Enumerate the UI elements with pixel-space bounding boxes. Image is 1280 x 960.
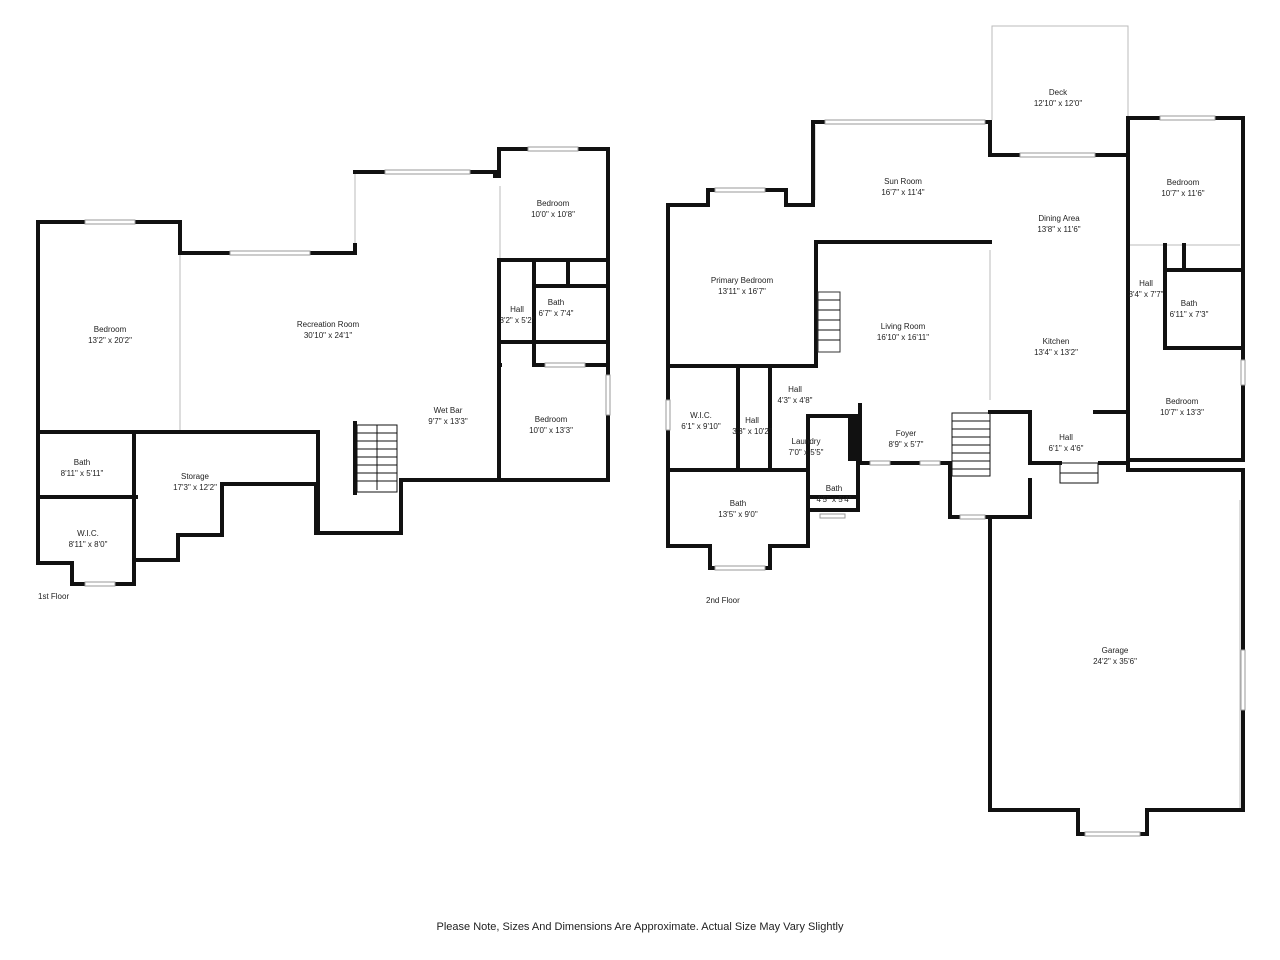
floor-label: 1st Floor [38, 592, 69, 601]
room-dims: 8'9" x 5'7" [889, 440, 924, 449]
room-name: Deck [1049, 88, 1068, 97]
room-name: W.I.C. [690, 411, 712, 420]
room-dims: 3'2" x 5'2" [500, 316, 535, 325]
room-dims: 10'7" x 13'3" [1160, 408, 1204, 417]
room-name: W.I.C. [77, 529, 99, 538]
room-name: Hall [745, 416, 759, 425]
room-name: Bedroom [1167, 178, 1200, 187]
room-dims: 24'2" x 35'6" [1093, 657, 1137, 666]
room-name: Hall [1059, 433, 1073, 442]
room-name: Sun Room [884, 177, 922, 186]
room-name: Recreation Room [297, 320, 360, 329]
floor-label: 2nd Floor [706, 596, 740, 605]
room-dims: 10'7" x 11'6" [1161, 189, 1204, 198]
room-dims: 30'10" x 24'1" [304, 331, 352, 340]
first-floor-plan [36, 146, 611, 587]
room-dims: 13'8" x 11'6" [1037, 225, 1080, 234]
room-dims: 16'10" x 16'11" [877, 333, 929, 342]
room-dims: 9'7" x 13'3" [428, 417, 468, 426]
room-name: Bath [548, 298, 564, 307]
room-dims: 10'0" x 13'3" [529, 426, 573, 435]
room-dims: 13'4" x 13'2" [1034, 348, 1078, 357]
room-name: Wet Bar [434, 406, 463, 415]
room-dims: 12'10" x 12'0" [1034, 99, 1082, 108]
room-name: Laundry [792, 437, 821, 446]
fireplace [817, 291, 841, 353]
room-dims: 13'11" x 16'7" [718, 287, 766, 296]
room-name: Garage [1102, 646, 1129, 655]
room-dims: 8'11" x 5'11" [61, 469, 104, 478]
room-name: Dining Area [1038, 214, 1080, 223]
room-name: Bath [74, 458, 90, 467]
room-name: Bath [826, 484, 842, 493]
room-name: Hall [1139, 279, 1153, 288]
room-name: Bedroom [537, 199, 570, 208]
room-name: Bedroom [94, 325, 127, 334]
second-floor-plan [665, 25, 1246, 837]
room-name: Primary Bedroom [711, 276, 774, 285]
room-dims: 4'3" x 4'8" [778, 396, 813, 405]
first-floor-stairs [356, 424, 398, 493]
room-name: Storage [181, 472, 210, 481]
room-dims: 6'1" x 9'10" [681, 422, 721, 431]
room-labels: Bedroom 13'2" x 20'2" Recreation Room 30… [61, 88, 1209, 666]
room-name: Kitchen [1043, 337, 1070, 346]
room-dims: 3'4" x 7'7" [1129, 290, 1164, 299]
room-dims: 4'5" x 5'4" [817, 495, 852, 504]
room-dims: 3'3" x 10'2" [732, 427, 772, 436]
room-dims: 13'2" x 20'2" [88, 336, 132, 345]
room-dims: 6'7" x 7'4" [539, 309, 574, 318]
room-name: Bath [1181, 299, 1197, 308]
room-dims: 17'3" x 12'2" [173, 483, 217, 492]
second-floor-stairs [951, 412, 1099, 484]
room-name: Bedroom [535, 415, 568, 424]
room-name: Bedroom [1166, 397, 1199, 406]
room-name: Hall [510, 305, 524, 314]
room-dims: 16'7" x 11'4" [881, 188, 924, 197]
room-name: Bath [730, 499, 746, 508]
disclaimer-note: Please Note, Sizes And Dimensions Are Ap… [436, 921, 844, 933]
room-dims: 13'5" x 9'0" [718, 510, 758, 519]
room-dims: 8'11" x 8'0" [69, 540, 108, 549]
room-dims: 10'0" x 10'8" [531, 210, 575, 219]
room-dims: 6'11" x 7'3" [1170, 310, 1209, 319]
room-dims: 7'0" x 5'5" [789, 448, 824, 457]
room-dims: 6'1" x 4'6" [1049, 444, 1084, 453]
room-name: Hall [788, 385, 802, 394]
room-name: Foyer [896, 429, 917, 438]
room-name: Living Room [881, 322, 926, 331]
